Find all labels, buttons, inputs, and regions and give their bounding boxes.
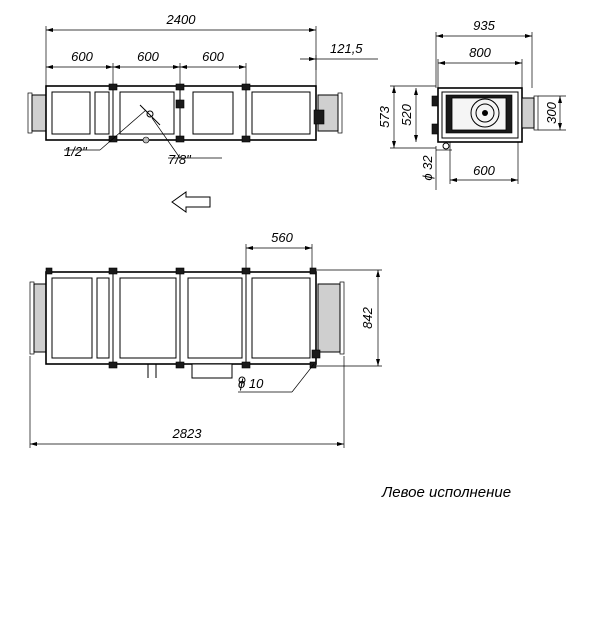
dim-section-2: 600 [137,49,159,64]
drawing-caption: Левое исполнение [381,484,511,501]
dim-offset: 121,5 [330,41,363,56]
inlet-collar [31,94,47,132]
front-view: 560 842 [29,230,382,448]
dim-end-base: 600 [473,163,495,178]
dim-front-length: 2823 [172,426,203,441]
pipe-label-seven-eighths: 7/8" [168,152,192,167]
dim-end-height-total: 573 [377,105,392,127]
dim-front-diameter: ϕ 10 [238,376,264,391]
dim-end-width-body: 800 [469,45,491,60]
dim-end-duct: 300 [544,101,559,123]
dim-front-height: 842 [360,306,375,328]
front-bottom-box [191,363,233,379]
pipe-label-half-inch: 1/2" [64,144,88,159]
dim-end-width-total: 935 [473,18,495,33]
top-view: 2400 600 600 600 121,5 [27,12,378,167]
dim-section-3: 600 [202,49,224,64]
front-outlet-collar [317,283,341,353]
end-view: 935 800 573 520 [377,18,566,190]
dim-end-height-body: 520 [399,103,414,125]
dim-end-diameter: ϕ 32 [420,155,435,181]
airflow-arrow-icon [171,191,211,213]
dim-total-length: 2400 [166,12,197,27]
fan-icon [470,98,500,128]
front-inlet-collar [33,283,47,353]
dim-front-section: 560 [271,230,293,245]
dim-section-1: 600 [71,49,93,64]
